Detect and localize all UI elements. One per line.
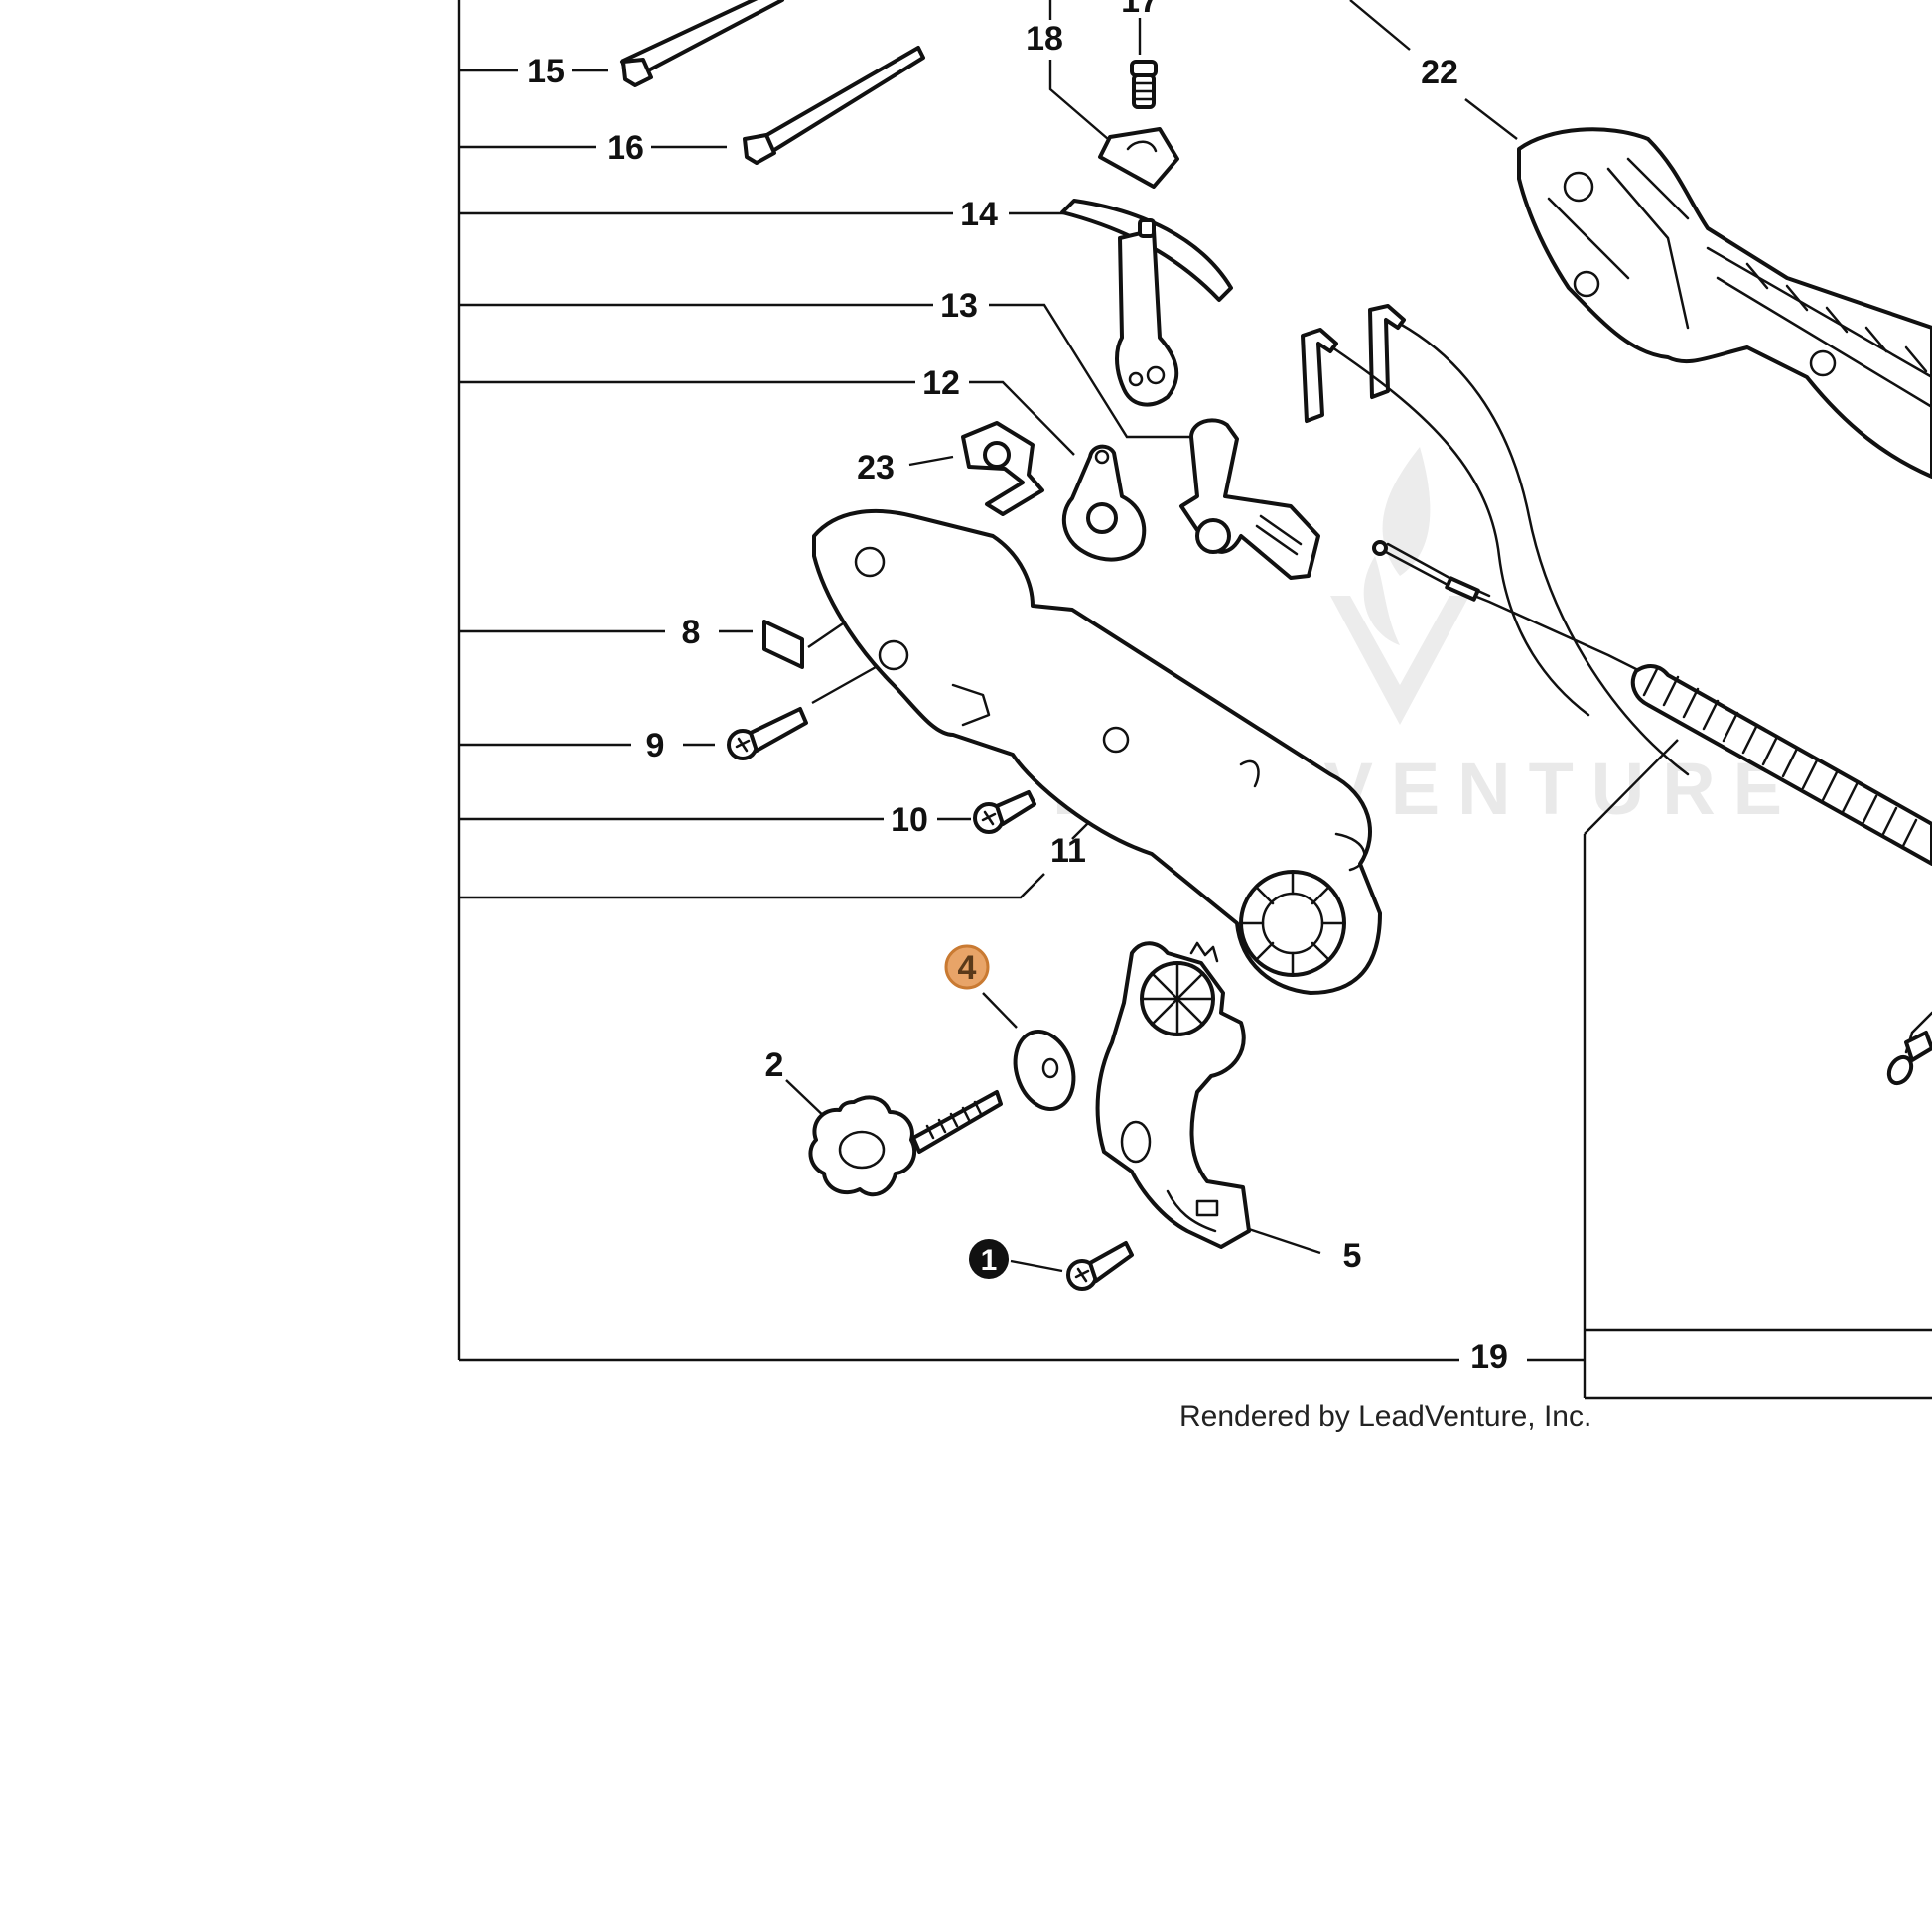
callout-15[interactable]: 15	[527, 53, 565, 90]
part-17-screw	[1130, 60, 1158, 109]
callout-9[interactable]: 9	[646, 727, 665, 764]
callout-10[interactable]: 10	[891, 801, 928, 839]
callout-5[interactable]: 5	[1343, 1237, 1362, 1275]
callout-23[interactable]: 23	[857, 449, 895, 486]
part-11-serration	[1239, 870, 1346, 977]
callout-14[interactable]: 14	[960, 196, 998, 233]
callout-1[interactable]: 1	[981, 1244, 998, 1277]
callout-2[interactable]: 2	[765, 1046, 784, 1084]
callout-8[interactable]: 8	[682, 614, 701, 651]
callout-labels: 15 16 14 13 12 23 8 9 10 11 17 18 22 2 5…	[527, 0, 1508, 1376]
part-23-bracket	[961, 421, 1044, 516]
callout-22[interactable]: 22	[1421, 54, 1458, 91]
part-14-lockout-spring	[1060, 199, 1233, 407]
part-16-cable-tie	[743, 46, 925, 165]
part-1-screw	[1066, 1241, 1134, 1291]
callout-11[interactable]: 11	[1050, 832, 1086, 870]
part-2-star-knob	[808, 1090, 1003, 1197]
part-5-clamp-bracket	[1095, 941, 1251, 1249]
callout-4-badge[interactable]	[944, 944, 990, 990]
callout-13[interactable]: 13	[940, 287, 978, 325]
part-22-handle-half	[1517, 127, 1932, 479]
part-13-throttle-trigger	[1179, 418, 1320, 580]
callout-19[interactable]: 19	[1470, 1338, 1508, 1376]
callout-12[interactable]: 12	[922, 364, 960, 402]
callout-18[interactable]: 18	[1026, 20, 1063, 58]
part-10-screw	[973, 790, 1036, 834]
callout-16[interactable]: 16	[607, 129, 644, 167]
callout-1-badge[interactable]	[969, 1239, 1009, 1279]
part-18-cable-clamp	[1098, 127, 1179, 189]
credit-text: Rendered by LeadVenture, Inc.	[1179, 1400, 1591, 1433]
callout-4-highlight[interactable]: 4	[944, 944, 990, 990]
part-11-handle-half	[812, 509, 1382, 995]
part-19-throttle-cable-assembly	[1301, 304, 1932, 1086]
callout-17[interactable]: 17	[1121, 0, 1159, 20]
part-9-screw	[727, 707, 808, 760]
part-15-cable-tie	[620, 0, 784, 87]
part-12-lever	[1062, 444, 1147, 562]
leader-lines	[457, 0, 1932, 1400]
callout-4[interactable]: 4	[958, 949, 977, 987]
watermark-flame-icon	[1363, 447, 1431, 645]
watermark-v-logo-icon	[1330, 596, 1469, 725]
callout-1-badge-group[interactable]: 1	[969, 1239, 1009, 1279]
part-4-washer	[1013, 1029, 1076, 1112]
part-8-label	[762, 620, 804, 669]
